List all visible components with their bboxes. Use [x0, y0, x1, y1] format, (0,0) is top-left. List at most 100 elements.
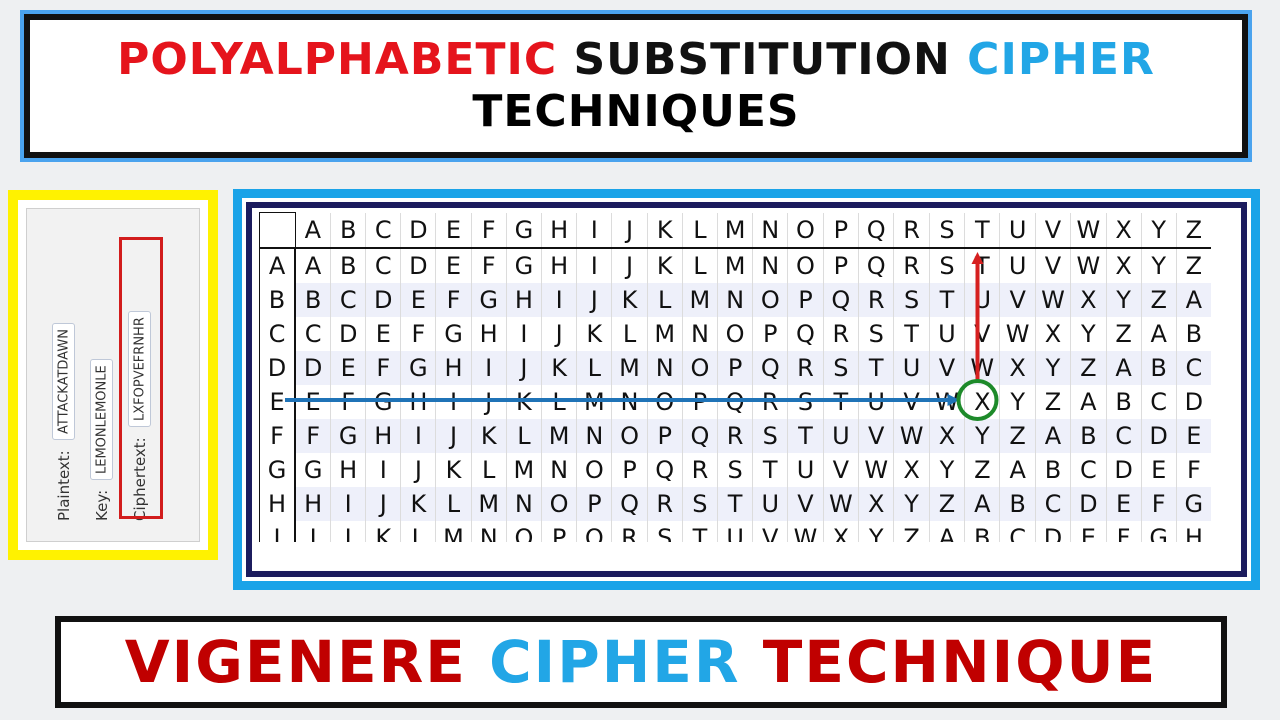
table-cell: C — [1140, 385, 1177, 419]
table-cell: W — [1070, 248, 1107, 283]
table-cell: L — [505, 419, 542, 453]
table-cell: P — [717, 351, 753, 385]
table-cell: W — [822, 487, 859, 521]
table-cell: I — [294, 521, 331, 542]
table-cell: U — [858, 385, 894, 419]
table-cell: L — [576, 351, 612, 385]
table-cell: A — [1105, 351, 1142, 385]
table-cell: H — [330, 453, 366, 487]
plaintext-row: Plaintext: ATTACKATDAWN — [49, 221, 79, 521]
table-cell: Z — [964, 453, 1000, 487]
column-header: W — [1070, 212, 1107, 249]
table-cell: F — [470, 248, 507, 283]
table-cell: K — [505, 385, 542, 419]
table-cell: T — [964, 248, 1000, 283]
row-header: I — [259, 521, 297, 542]
table-cell: L — [611, 317, 648, 351]
row-header: H — [259, 487, 297, 521]
table-cell: X — [1105, 248, 1142, 283]
row-header: G — [259, 453, 297, 487]
table-cell: B — [1034, 453, 1071, 487]
table-cell: Z — [893, 521, 930, 542]
table-cell: X — [893, 453, 930, 487]
table-cell: Q — [576, 521, 612, 542]
table-cell: O — [505, 521, 542, 542]
table-cell: D — [365, 283, 401, 317]
table-cell: N — [576, 419, 612, 453]
table-cell: G — [294, 453, 331, 487]
table-cell: P — [576, 487, 612, 521]
column-header: T — [964, 212, 1000, 249]
column-header: N — [752, 212, 788, 249]
ciphertext-highlight-box — [119, 237, 163, 519]
column-header: X — [1105, 212, 1142, 249]
table-cell: L — [540, 385, 577, 419]
table-cell: T — [858, 351, 894, 385]
title-line-2: TECHNIQUES — [472, 86, 800, 137]
table-cell: C — [330, 283, 366, 317]
column-header: O — [787, 212, 824, 249]
table-cell: E — [1140, 453, 1177, 487]
banner-word-technique: TECHNIQUE — [762, 628, 1158, 696]
table-cell: M — [540, 419, 577, 453]
table-cell: R — [822, 317, 859, 351]
table-cell: O — [717, 317, 753, 351]
table-cell: Y — [1105, 283, 1142, 317]
table-cell: J — [611, 248, 648, 283]
table-cell: E — [330, 351, 366, 385]
table-cell: Z — [1105, 317, 1142, 351]
table-cell: O — [752, 283, 788, 317]
table-cell: A — [964, 487, 1000, 521]
table-cell: R — [646, 487, 683, 521]
table-cell: Q — [752, 351, 788, 385]
table-cell: V — [928, 351, 965, 385]
table-cell: K — [365, 521, 401, 542]
title-line-1: POLYALPHABETIC SUBSTITUTION CIPHER — [30, 34, 1242, 86]
table-cell: B — [1105, 385, 1142, 419]
table-cell: N — [505, 487, 542, 521]
table-cell: V — [858, 419, 894, 453]
table-cell: W — [787, 521, 824, 542]
title-word-cipher: CIPHER — [967, 34, 1155, 85]
plaintext-label: Plaintext: — [55, 450, 73, 521]
table-cell: U — [752, 487, 788, 521]
table-cell: M — [611, 351, 648, 385]
table-cell: S — [681, 487, 718, 521]
table-cell: B — [1140, 351, 1177, 385]
table-cell: N — [470, 521, 507, 542]
table-cell: S — [787, 385, 824, 419]
table-cell: M — [576, 385, 612, 419]
table-cell: N — [681, 317, 718, 351]
table-cell: V — [964, 317, 1000, 351]
column-header: L — [681, 212, 718, 249]
table-cell: R — [787, 351, 824, 385]
table-cell: Y — [999, 385, 1036, 419]
table-cell: H — [540, 248, 577, 283]
table-cell: E — [1070, 521, 1107, 542]
table-cell: O — [611, 419, 648, 453]
table-cell: J — [470, 385, 507, 419]
table-cell: X — [1070, 283, 1107, 317]
row-header: F — [259, 419, 297, 453]
column-header: J — [611, 212, 648, 249]
table-cell: Y — [928, 453, 965, 487]
table-cell: H — [365, 419, 401, 453]
table-cell: V — [752, 521, 788, 542]
table-cell: R — [752, 385, 788, 419]
table-cell: C — [365, 248, 401, 283]
table-cell: J — [330, 521, 366, 542]
table-cell: U — [893, 351, 930, 385]
table-cell: L — [646, 283, 683, 317]
table-cell: Q — [611, 487, 648, 521]
table-cell: Y — [964, 419, 1000, 453]
table-cell: K — [646, 248, 683, 283]
example-frame: Plaintext: ATTACKATDAWN Key: LEMONLEMONL… — [8, 190, 218, 560]
table-cell: U — [787, 453, 824, 487]
table-cell: V — [787, 487, 824, 521]
table-cell: A — [1175, 283, 1211, 317]
table-cell: V — [822, 453, 859, 487]
table-cell: Q — [681, 419, 718, 453]
table-cell: F — [365, 351, 401, 385]
bottom-banner: VIGENERE CIPHER TECHNIQUE — [55, 616, 1227, 708]
